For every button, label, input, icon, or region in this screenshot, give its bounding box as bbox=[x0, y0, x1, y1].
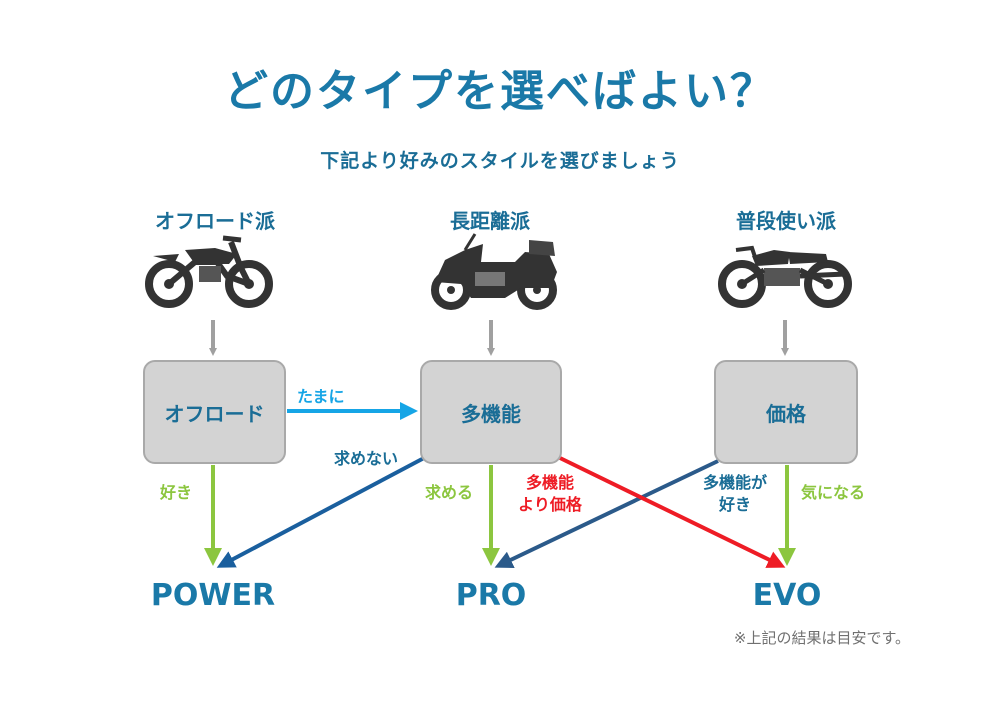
arrow-multi-to-power bbox=[216, 456, 425, 568]
subtitle: 下記より好みのスタイルを選びましょう bbox=[320, 150, 680, 172]
touring-motorcycle-icon bbox=[431, 233, 557, 310]
edge-label-line: 多機能 bbox=[525, 473, 574, 492]
edge-label-likes-multi: 多機能が 好き bbox=[694, 472, 776, 516]
edge-label-motomenai: 求めない bbox=[334, 449, 399, 468]
edge-label-suki: 好き bbox=[160, 483, 193, 502]
result-evo: EVO bbox=[752, 578, 822, 613]
edge-label-motomeru: 求める bbox=[425, 483, 474, 502]
node-offroad: オフロード bbox=[143, 360, 286, 464]
category-touring: 長距離派 bbox=[450, 209, 530, 233]
offroad-motorcycle-icon bbox=[145, 235, 273, 308]
edge-label-multi-over-price: 多機能 より価格 bbox=[514, 472, 586, 516]
category-daily: 普段使い派 bbox=[736, 209, 836, 233]
result-power: POWER bbox=[150, 578, 276, 613]
page-title: どのタイプを選べばよい？ bbox=[224, 66, 776, 117]
node-multi-function: 多機能 bbox=[420, 360, 562, 464]
classic-motorcycle-icon bbox=[718, 245, 852, 308]
edge-label-tamani: たまに bbox=[297, 387, 345, 406]
category-offroad: オフロード派 bbox=[155, 209, 275, 233]
edge-label-ki-ni-naru: 気になる bbox=[801, 483, 866, 502]
edge-label-line: 好き bbox=[718, 495, 751, 514]
result-pro: PRO bbox=[455, 578, 527, 613]
node-price: 価格 bbox=[714, 360, 858, 464]
edge-label-line: より価格 bbox=[518, 495, 582, 514]
edge-label-line: 多機能が bbox=[702, 473, 767, 492]
arrow-multi-to-evo bbox=[559, 456, 786, 568]
disclaimer-note: ※上記の結果は目安です。 bbox=[733, 629, 910, 647]
arrow-price-to-pro bbox=[494, 459, 719, 568]
